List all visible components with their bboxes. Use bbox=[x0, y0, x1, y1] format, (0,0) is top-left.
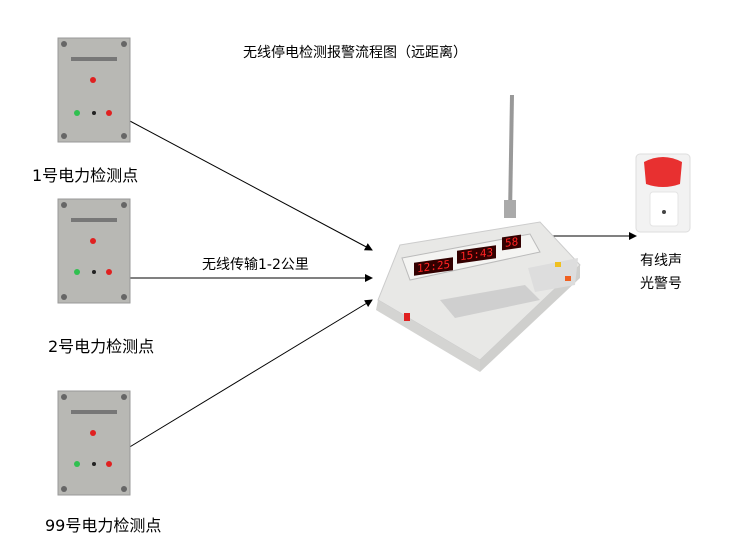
arrow-point99-to-station bbox=[127, 299, 373, 449]
detection-point-99-label: 99号电力检测点 bbox=[45, 516, 162, 535]
arrow-point1-to-station bbox=[127, 119, 373, 251]
diagram-title: 无线停电检测报警流程图（远距离） bbox=[243, 45, 467, 61]
transmission-label: 无线传输1-2公里 bbox=[202, 257, 309, 273]
alarm-label-line2: 光警号 bbox=[640, 276, 682, 292]
antenna bbox=[508, 94, 514, 216]
detection-device-2 bbox=[57, 198, 131, 304]
display-channel: 58 bbox=[502, 234, 522, 251]
detection-device-1 bbox=[57, 37, 131, 143]
alarm-siren-image bbox=[634, 150, 692, 234]
base-station-image bbox=[376, 94, 581, 372]
alarm-label-line1: 有线声 bbox=[640, 253, 682, 269]
detection-point-1-label: 1号电力检测点 bbox=[32, 166, 139, 185]
detection-device-99 bbox=[57, 390, 131, 496]
detection-point-2-label: 2号电力检测点 bbox=[48, 337, 155, 356]
